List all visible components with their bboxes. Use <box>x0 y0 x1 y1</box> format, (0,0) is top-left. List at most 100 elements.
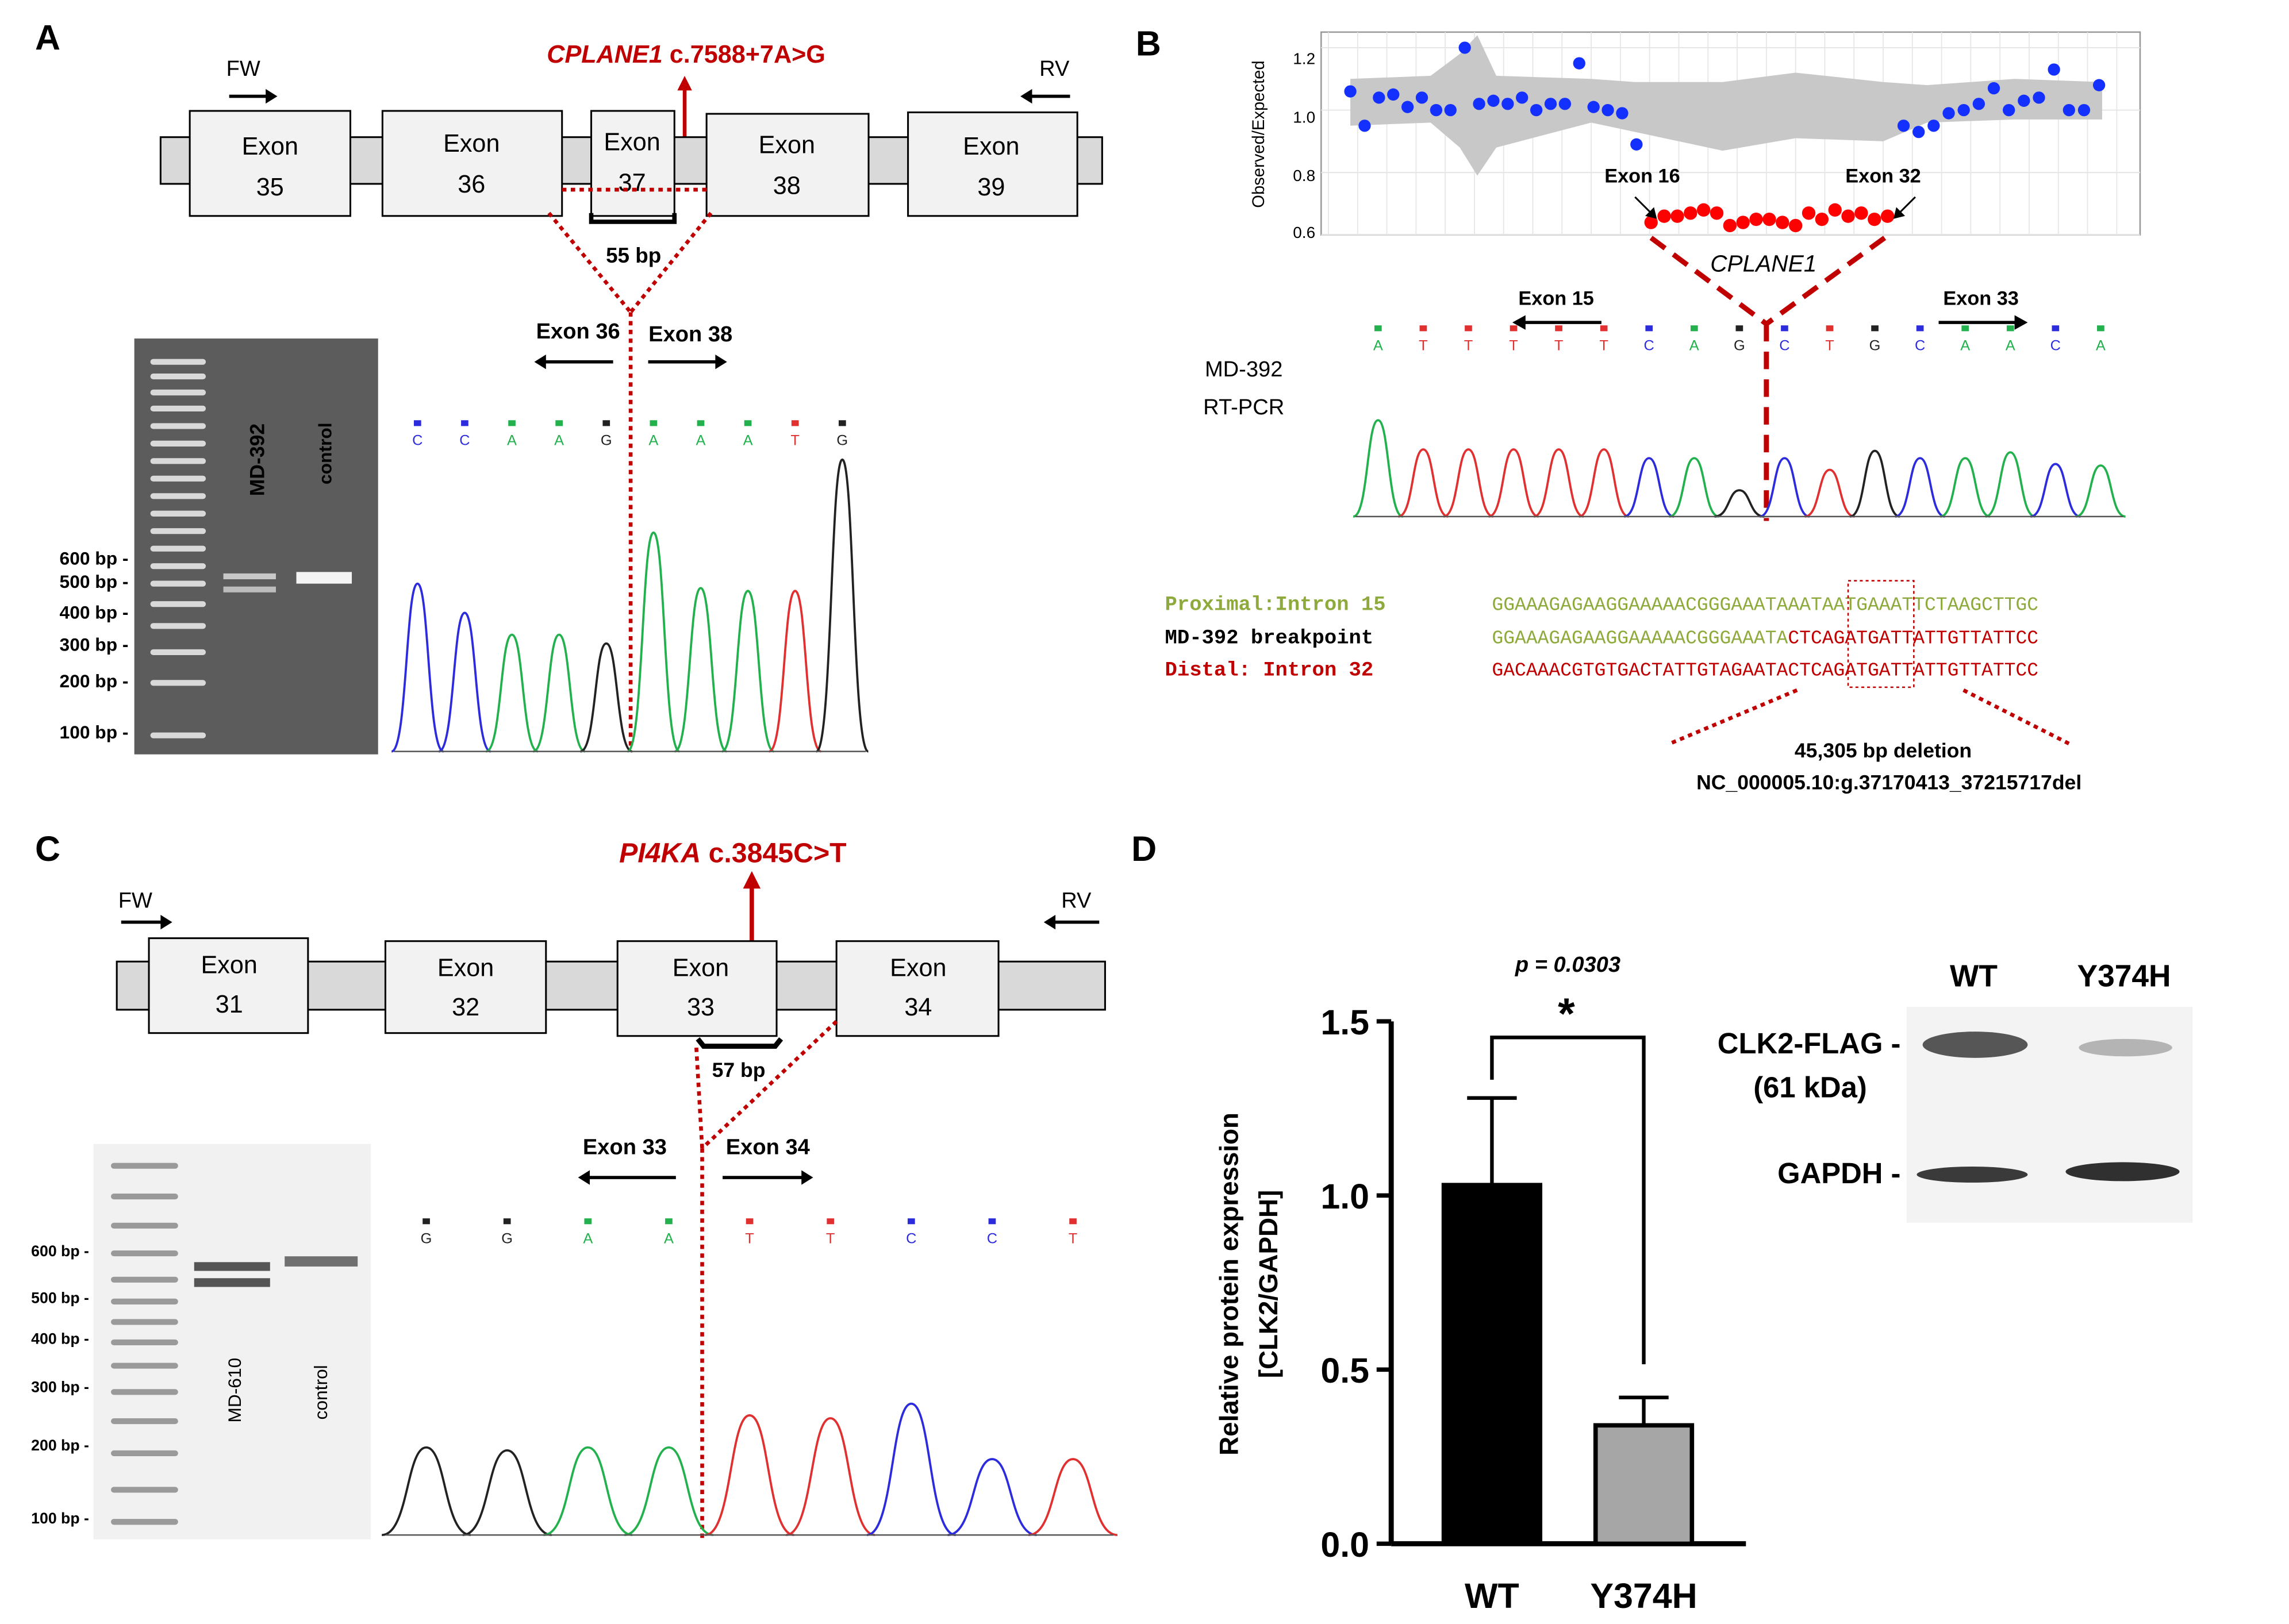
svg-text:Exon: Exon <box>604 129 660 156</box>
bar-ytick-label: 0.0 <box>1320 1525 1369 1564</box>
cnv-point-deleted <box>1696 203 1711 217</box>
cnv-point-normal <box>1897 120 1910 132</box>
trace-peak <box>705 1414 794 1537</box>
rv-primer-label-c: RV <box>1061 888 1092 913</box>
cnv-point-deleted <box>1841 209 1855 223</box>
ladder-band <box>111 1418 178 1425</box>
ladder-band <box>150 601 206 607</box>
ladder-band <box>150 458 206 464</box>
base-marker <box>2097 325 2104 332</box>
cnv-point-deleted <box>1802 206 1816 220</box>
ladder-band <box>150 732 206 738</box>
svg-text:36: 36 <box>458 171 485 198</box>
ladder-band <box>111 1250 178 1257</box>
deletion-hgvs-label: NC_000005.10:g.37170413_37215717del <box>1696 771 2081 794</box>
mutation-arrowhead-c <box>743 871 761 889</box>
cnv-point-normal <box>1957 103 1970 117</box>
junction-right-arrowhead-c <box>801 1170 813 1185</box>
svg-text:31: 31 <box>216 991 243 1018</box>
trace-peak <box>1985 451 2036 518</box>
junction-left-a: Exon 36 <box>536 320 620 344</box>
base-call: T <box>1419 337 1428 353</box>
svg-text:38: 38 <box>773 172 801 200</box>
base-marker <box>1735 325 1743 332</box>
exon33-label-b: Exon 33 <box>1943 288 2018 310</box>
base-marker <box>1374 325 1382 332</box>
ladder-band <box>150 510 206 517</box>
exon-34: Exon 34 <box>835 940 1000 1037</box>
sample-band-1-a <box>223 573 276 580</box>
exon33-arrowhead-b <box>2014 315 2028 330</box>
cnv-point-normal <box>1927 120 1940 132</box>
ladder-band <box>150 563 206 569</box>
cnv-point-normal <box>1912 125 1925 138</box>
base-call: A <box>1689 337 1699 353</box>
base-marker <box>1826 325 1834 332</box>
base-marker <box>1871 325 1879 332</box>
bar-wt <box>1441 1183 1543 1546</box>
base-marker <box>1419 325 1427 332</box>
bar-ytick-label: 0.5 <box>1320 1351 1369 1390</box>
bar-ytick-label: 1.5 <box>1320 1003 1369 1042</box>
trace-peak <box>485 633 539 753</box>
sample-band-2-c <box>194 1278 270 1287</box>
svg-text:Exon: Exon <box>443 130 500 157</box>
trace-peak <box>721 590 775 753</box>
gel-c: MD-610 control <box>93 1144 371 1540</box>
ladder-band <box>111 1339 178 1346</box>
base-call: A <box>507 432 517 448</box>
base-marker <box>602 420 610 426</box>
bp-label-a: 55 bp <box>606 244 661 267</box>
trace-peak <box>1488 448 1539 518</box>
cnv-point-deleted <box>1657 209 1671 223</box>
base-call: A <box>696 432 706 448</box>
svg-text:33: 33 <box>687 994 715 1021</box>
cnv-exon32-arrowhead <box>1893 207 1906 219</box>
mutation-arrow-head-a <box>677 76 692 91</box>
mutation-label-a: CPLANE1 c.7588+7A>G <box>547 41 825 68</box>
svg-text:Exon: Exon <box>201 952 258 979</box>
lane-sample-label-a: MD-392 <box>246 424 269 496</box>
base-call: A <box>554 432 564 448</box>
deletion-size-label: 45,305 bp deletion <box>1795 739 1972 762</box>
trace-peak <box>2030 463 2081 518</box>
cnv-point-normal <box>1401 101 1414 113</box>
svg-text:39: 39 <box>977 174 1005 201</box>
trace-peak <box>543 1446 633 1537</box>
cnv-point-deleted <box>1684 206 1697 220</box>
cnv-point-deleted <box>1854 206 1868 220</box>
ladder-600-c: 600 bp - <box>31 1242 89 1260</box>
exon-38: Exon 38 <box>705 113 870 217</box>
assay-label-b: RT-PCR <box>1203 395 1284 420</box>
ladder-band <box>150 423 206 429</box>
trace-peak <box>627 531 681 753</box>
cnv-point-deleted <box>1815 212 1829 226</box>
blot-band-mut-clk2 <box>2079 1038 2172 1057</box>
base-call: T <box>1599 337 1608 353</box>
cnv-point-deleted <box>1736 215 1750 229</box>
trace-peak <box>947 1458 1037 1537</box>
trace-peak <box>624 1446 714 1537</box>
breakpoint-box <box>1847 580 1915 688</box>
base-marker <box>1781 325 1788 332</box>
cnv-ytick-08: 0.8 <box>1293 167 1315 184</box>
bar-category-label: Y374H <box>1590 1576 1697 1615</box>
cnv-point-normal <box>1430 103 1443 117</box>
svg-text:Exon: Exon <box>963 133 1019 160</box>
panel-a: A FW RV CPLANE1 c.7588+7A>G Exon 35 Exon… <box>35 18 1103 755</box>
cnv-ytick-06: 0.6 <box>1293 224 1315 241</box>
cnv-point-normal <box>2002 103 2015 117</box>
base-marker <box>555 420 563 426</box>
trace-peak <box>785 1417 875 1537</box>
trace-peak <box>1849 449 1900 518</box>
panel-letter-b: B <box>1136 24 1161 63</box>
svg-text:Exon: Exon <box>673 955 729 982</box>
ladder-band <box>150 680 206 686</box>
cnv-point-normal <box>1358 120 1371 132</box>
blot-band1-label: CLK2-FLAG - <box>1718 1027 1901 1060</box>
rv-arrow-head <box>1020 88 1032 104</box>
cnv-point-normal <box>1987 82 2000 95</box>
cnv-point-normal <box>2048 63 2060 76</box>
p-value-label: p = 0.0303 <box>1515 953 1620 977</box>
